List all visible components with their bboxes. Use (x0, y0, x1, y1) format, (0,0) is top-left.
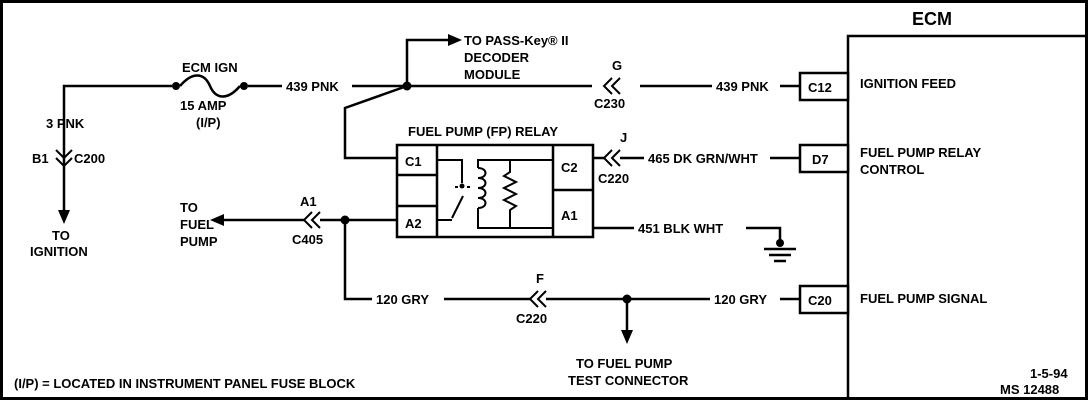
dest-fuelpump-3: PUMP (180, 234, 218, 249)
relay-pin-c2: C2 (561, 160, 578, 175)
dest-ignition-2: IGNITION (30, 244, 88, 259)
ecm-pin-d7-code: D7 (812, 152, 829, 167)
dest-passkey-1: TO PASS-Key® II (464, 33, 568, 48)
relay-coil-top-wire (477, 159, 553, 168)
ecm-pin-c12 (798, 71, 850, 102)
connector-c405-icon-b (310, 211, 321, 229)
dest-ignition-1: TO (52, 228, 70, 243)
relay-pin-a2: A2 (405, 216, 422, 231)
wire-451-b (746, 226, 782, 246)
fuse-rating: 15 AMP (180, 98, 227, 113)
diagram-date: 1-5-94 (1030, 366, 1068, 381)
relay-resistor-symbol (501, 160, 519, 228)
footnote: (I/P) = LOCATED IN INSTRUMENT PANEL FUSE… (14, 376, 356, 391)
connector-c200-icon-a (55, 149, 73, 160)
fuse-terminal-left (172, 82, 180, 90)
wire-label-465: 465 DK GRN/WHT (648, 151, 758, 166)
fuse-symbol (179, 74, 241, 98)
ecm-pin-c12-label: IGNITION FEED (860, 76, 956, 91)
connector-c230-pin: G (612, 58, 622, 73)
wire-to-passkey (405, 38, 452, 86)
connector-c220-bottom-icon-a (528, 290, 539, 308)
connector-c220-top-icon-b (610, 149, 621, 167)
dest-test-2: TEST CONNECTOR (568, 373, 689, 388)
relay-coil-symbol (477, 167, 487, 209)
fuse-terminal-right (240, 82, 248, 90)
fuse-name: ECM IGN (182, 60, 238, 75)
arrow-to-ignition-icon (58, 210, 70, 224)
wire-120-drop (343, 220, 372, 301)
connector-c220-top-pin: J (620, 130, 627, 145)
connector-c220-bottom-icon-b (536, 290, 547, 308)
relay-switch-wire-top (437, 159, 463, 183)
connector-c220-top-name: C220 (598, 171, 629, 186)
wire-label-451: 451 BLK WHT (638, 221, 723, 236)
connector-c230-icon-b (610, 77, 621, 95)
arrow-to-passkey-icon (448, 34, 462, 46)
arrow-to-fuel-pump-icon (210, 214, 224, 226)
relay-coil-bottom-wire (477, 208, 553, 229)
connector-c230-name: C230 (594, 96, 625, 111)
connector-c200-name: C200 (74, 151, 105, 166)
wire-label-439-right: 439 PNK (716, 79, 769, 94)
dest-fuelpump-2: FUEL (180, 217, 214, 232)
wire-label-439-left: 439 PNK (286, 79, 339, 94)
ecm-pin-c20-label: FUEL PUMP SIGNAL (860, 291, 987, 306)
ecm-outline (846, 34, 1086, 398)
relay-pin-c1: C1 (405, 154, 422, 169)
wire-3-pnk (62, 84, 172, 165)
ecm-pin-c20-code: C20 (808, 293, 832, 308)
wire-to-relay-c1 (343, 84, 408, 160)
wire-label-120-left: 120 GRY (376, 292, 429, 307)
wire-label-3-pnk: 3 PNK (46, 116, 85, 131)
connector-c200-pin: B1 (32, 151, 49, 166)
diagram-ref: MS 12488 (1000, 382, 1059, 397)
relay-title: FUEL PUMP (FP) RELAY (408, 124, 558, 139)
dest-test-1: TO FUEL PUMP (576, 356, 673, 371)
dest-fuelpump-1: TO (180, 200, 198, 215)
connector-c220-bottom-pin: F (536, 271, 544, 286)
wire-label-120-right: 120 GRY (714, 292, 767, 307)
connector-c230-icon-a (602, 77, 613, 95)
connector-c220-bottom-name: C220 (516, 311, 547, 326)
connector-c220-top-icon-a (602, 149, 613, 167)
ground-point (776, 239, 784, 247)
dest-passkey-2: DECODER (464, 50, 530, 65)
ecm-pin-d7-label-1: FUEL PUMP RELAY (860, 145, 981, 160)
dest-passkey-3: MODULE (464, 67, 521, 82)
relay-switch-arm (451, 195, 464, 219)
connector-c405-name: C405 (292, 232, 323, 247)
fuse-location: (I/P) (196, 115, 221, 130)
connector-c405-pin: A1 (300, 194, 317, 209)
ecm-pin-d7-label-2: CONTROL (860, 162, 924, 177)
relay-pin-a1: A1 (561, 208, 578, 223)
ecm-title: ECM (912, 9, 952, 29)
ecm-pin-c12-code: C12 (808, 80, 832, 95)
arrow-to-test-connector-icon (621, 330, 633, 344)
